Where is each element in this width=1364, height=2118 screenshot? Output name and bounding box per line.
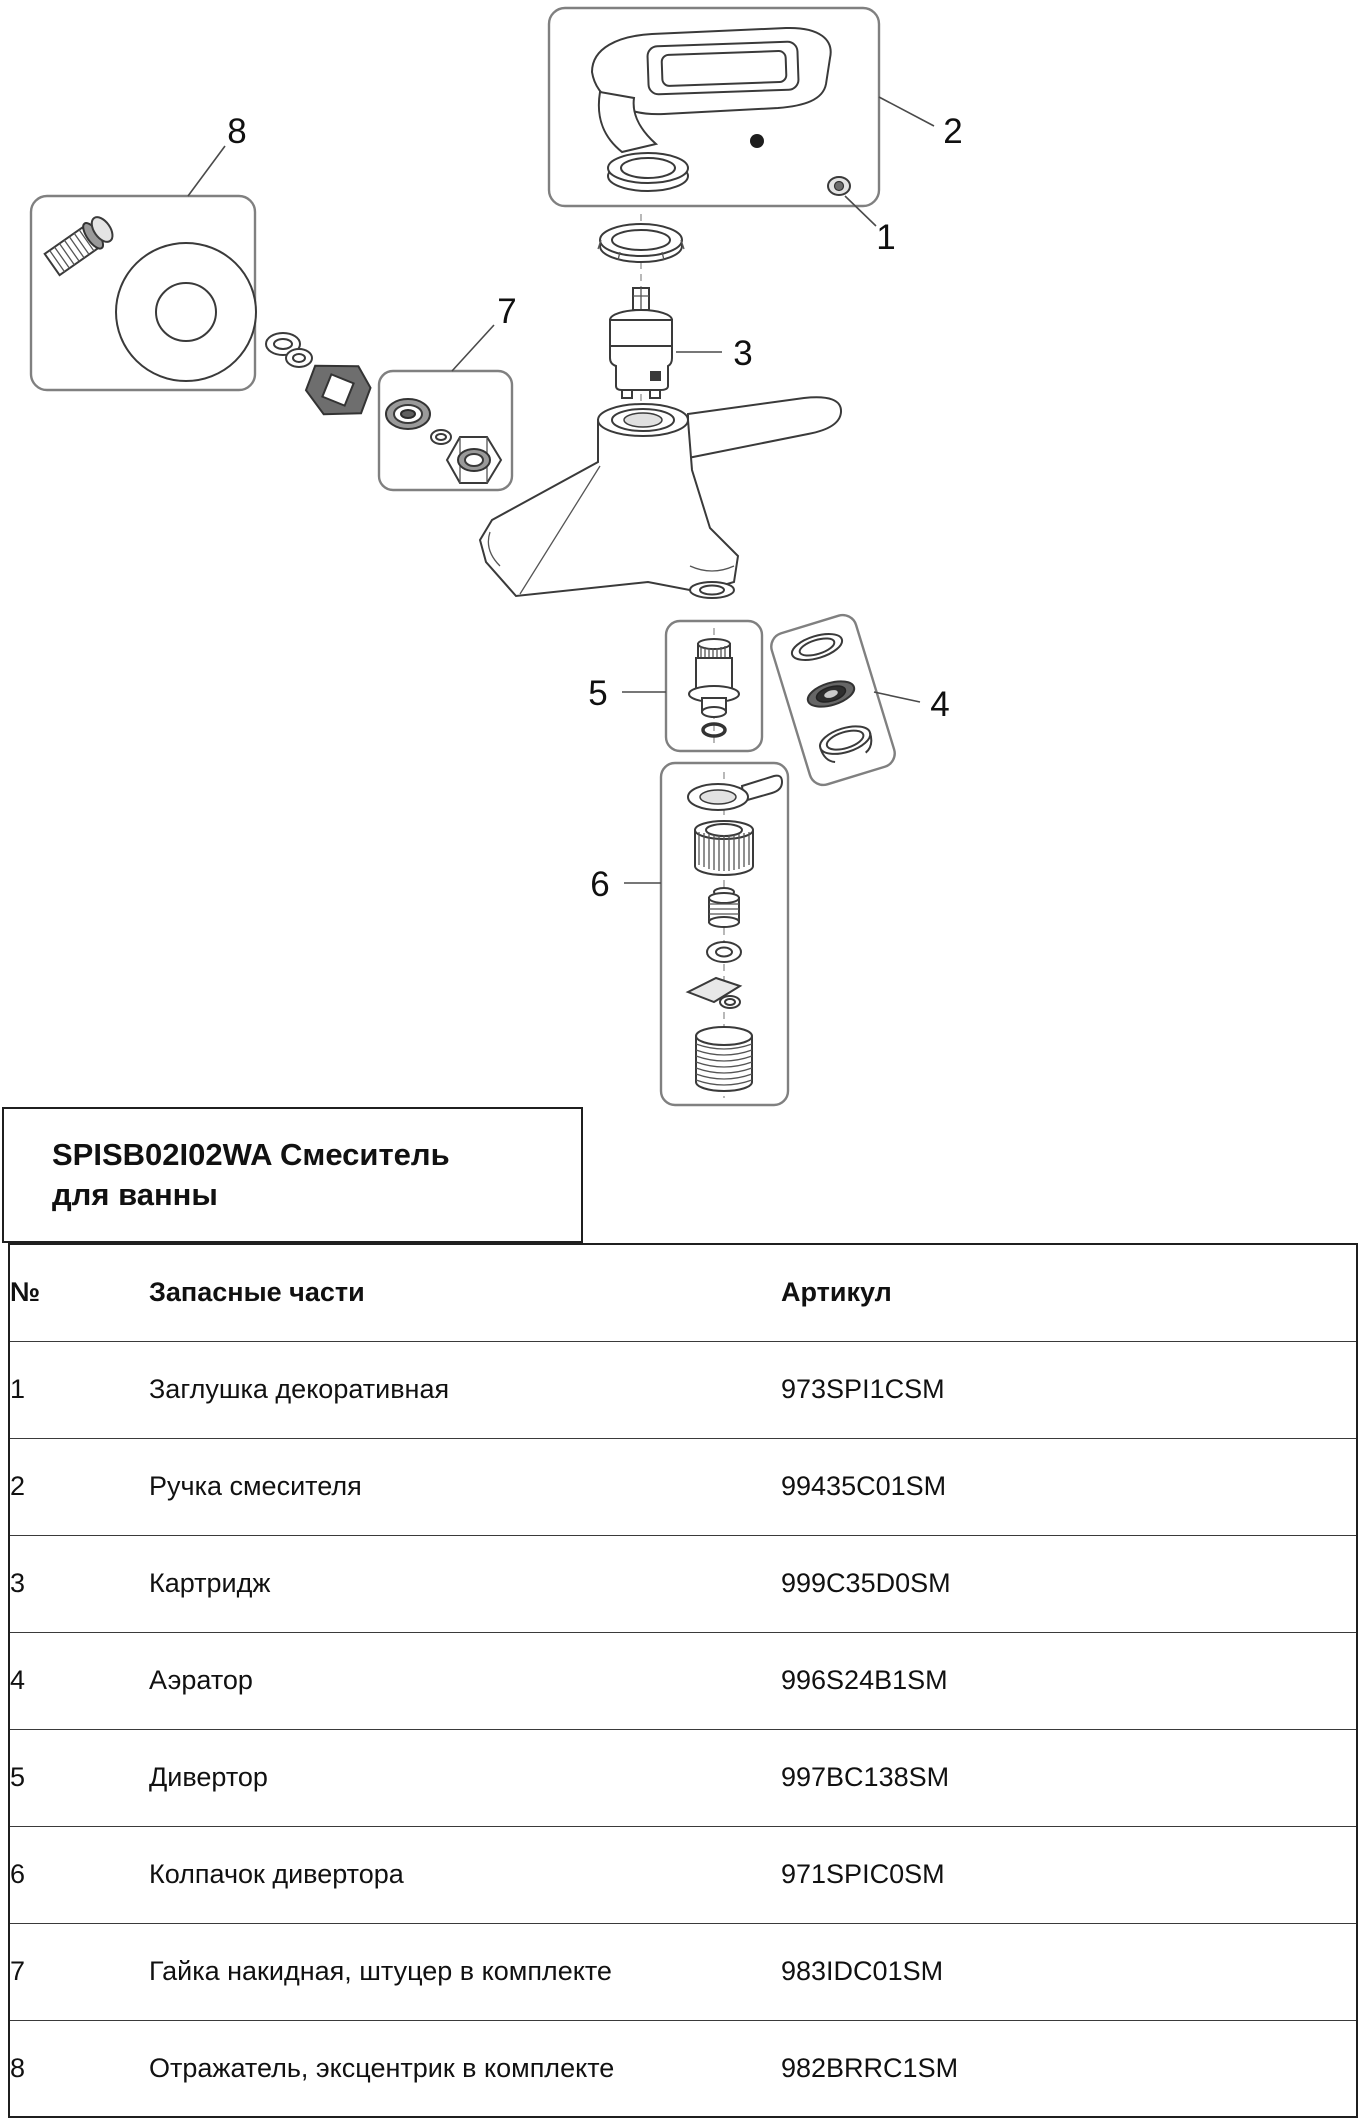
part-7-nut-group — [377, 369, 514, 492]
part-sku: 982BRRC1SM — [781, 2020, 1357, 2118]
part-name: Дивертор — [149, 1729, 781, 1827]
part-sku: 99435C01SM — [781, 1438, 1357, 1536]
part-sku: 971SPIC0SM — [781, 1826, 1357, 1924]
table-row: 2 Ручка смесителя 99435C01SM — [9, 1438, 1357, 1536]
part-1-plug-group — [827, 176, 851, 196]
part-number: 6 — [9, 1826, 149, 1924]
product-title-line1: SPISB02I02WA Смеситель — [52, 1137, 450, 1172]
set-screw-dot — [750, 134, 764, 148]
part-sku: 999C35D0SM — [781, 1535, 1357, 1633]
part-number: 7 — [9, 1923, 149, 2021]
col-header-num: № — [9, 1244, 149, 1342]
callout-8-label: 8 — [227, 112, 246, 151]
callout-1-label: 1 — [876, 218, 895, 257]
table-row: 8 Отражатель, эксцентрик в комплекте 982… — [9, 2020, 1357, 2118]
callout-2-label: 2 — [943, 112, 962, 151]
part-name: Картридж — [149, 1535, 781, 1633]
table-row: 6 Колпачок дивертора 971SPIC0SM — [9, 1826, 1357, 1924]
part-8-escutcheon-group — [29, 194, 257, 392]
part-3-cartridge-group — [597, 214, 685, 432]
callout-5-label: 5 — [588, 674, 607, 713]
table-row: 1 Заглушка декоративная 973SPI1CSM — [9, 1341, 1357, 1439]
part-number: 8 — [9, 2020, 149, 2118]
part-6-cap-group — [659, 761, 790, 1107]
table-row: 7 Гайка накидная, штуцер в комплекте 983… — [9, 1923, 1357, 2021]
part-name: Гайка накидная, штуцер в комплекте — [149, 1923, 781, 2021]
callout-6-label: 6 — [590, 865, 609, 904]
exploded-diagram: 8 2 1 7 3 5 4 6 — [29, 6, 963, 1107]
table-row: 5 Дивертор 997BC138SM — [9, 1729, 1357, 1827]
part-2-handle-group — [547, 6, 881, 208]
part-5-diverter-group — [664, 619, 764, 753]
callout-3-label: 3 — [733, 334, 752, 373]
faucet-body-group — [478, 396, 843, 599]
table-header-row: № Запасные части Артикул — [9, 1244, 1357, 1342]
part-sku: 973SPI1CSM — [781, 1341, 1357, 1439]
part-name: Колпачок дивертора — [149, 1826, 781, 1924]
part-number: 3 — [9, 1535, 149, 1633]
part-number: 1 — [9, 1341, 149, 1439]
table-row: 4 Аэратор 996S24B1SM — [9, 1632, 1357, 1730]
col-header-name: Запасные части — [149, 1244, 781, 1342]
part-number: 4 — [9, 1632, 149, 1730]
table-row: 3 Картридж 999C35D0SM — [9, 1535, 1357, 1633]
part-sku: 996S24B1SM — [781, 1632, 1357, 1730]
part-name: Заглушка декоративная — [149, 1341, 781, 1439]
part-sku: 997BC138SM — [781, 1729, 1357, 1827]
parts-table: № Запасные части Артикул 1 Заглушка деко… — [8, 1243, 1358, 2118]
product-title-box: SPISB02I02WA Смеситель для ванны — [2, 1107, 583, 1243]
part-number: 5 — [9, 1729, 149, 1827]
part-name: Аэратор — [149, 1632, 781, 1730]
col-header-sku: Артикул — [781, 1244, 1357, 1342]
wrench-adapter-group — [304, 364, 372, 416]
callout-7-label: 7 — [497, 292, 516, 331]
leader-lines — [187, 96, 935, 884]
part-4-aerator-group — [770, 613, 896, 787]
part-name: Отражатель, эксцентрик в комплекте — [149, 2020, 781, 2118]
callout-4-label: 4 — [930, 685, 949, 724]
loose-rings-group — [265, 332, 313, 368]
part-name: Ручка смесителя — [149, 1438, 781, 1536]
part-number: 2 — [9, 1438, 149, 1536]
callout-numbers: 8 2 1 7 3 5 4 6 — [227, 112, 962, 904]
part-sku: 983IDC01SM — [781, 1923, 1357, 2021]
product-title-line2: для ванны — [52, 1177, 218, 1212]
